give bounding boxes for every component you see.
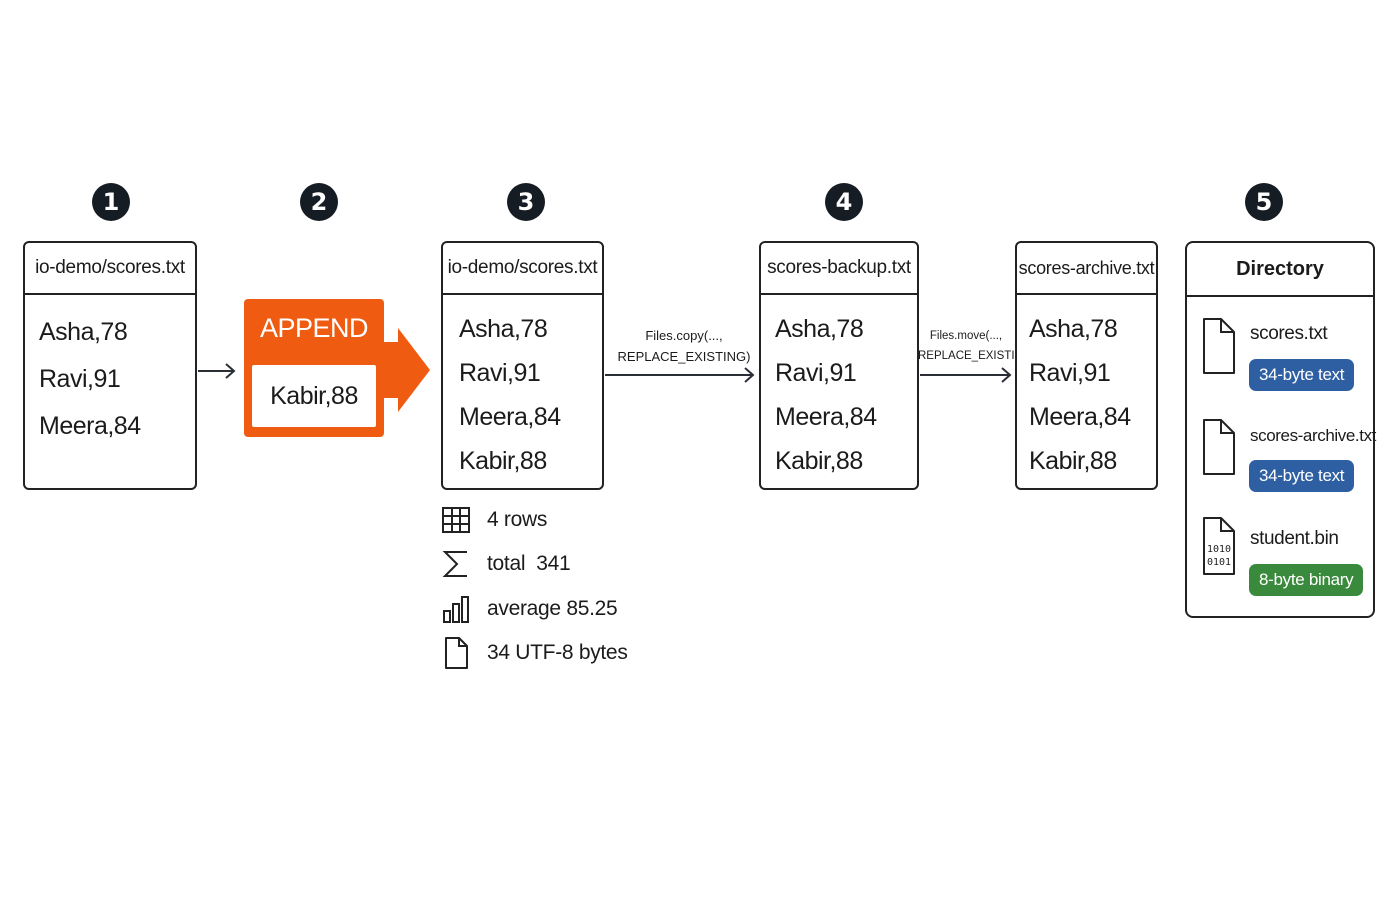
table-icon bbox=[441, 504, 471, 536]
bar-chart-icon bbox=[441, 593, 471, 625]
file-row: Asha,78 bbox=[775, 315, 864, 343]
file-title: io-demo/scores.txt bbox=[25, 243, 195, 295]
file-rows: Asha,78 Ravi,91 Meera,84 bbox=[25, 295, 195, 450]
file-box-original: io-demo/scores.txt Asha,78 Ravi,91 Meera… bbox=[23, 241, 197, 490]
append-row: Kabir,88 bbox=[252, 365, 376, 427]
binary-glyph: 1010 bbox=[1207, 544, 1231, 555]
op-line: REPLACE_EXISTING) bbox=[918, 350, 1036, 362]
document-icon bbox=[1203, 419, 1235, 475]
file-row: Kabir,88 bbox=[1029, 447, 1117, 475]
append-operation: APPEND Kabir,88 bbox=[244, 299, 384, 437]
file-row: Ravi,91 bbox=[775, 359, 857, 387]
step-badge-5: 5 bbox=[1245, 183, 1283, 221]
op-line: Files.copy(..., bbox=[645, 328, 723, 343]
file-row: Asha,78 bbox=[459, 315, 548, 343]
directory-entry[interactable]: scores-archive.txt 34-byte text bbox=[1187, 418, 1377, 508]
size-badge: 34-byte text bbox=[1249, 359, 1355, 391]
document-icon bbox=[441, 637, 471, 669]
stat-rows: 4 rows bbox=[441, 504, 547, 536]
file-title: scores-backup.txt bbox=[761, 243, 917, 295]
stat-text: average 85.25 bbox=[487, 597, 618, 620]
entry-name: scores.txt bbox=[1250, 323, 1328, 344]
stat-text: 4 rows bbox=[487, 508, 548, 531]
file-row: Asha,78 bbox=[1029, 315, 1118, 343]
file-box-appended: io-demo/scores.txt Asha,78 Ravi,91 Meera… bbox=[441, 241, 604, 490]
file-row: Ravi,91 bbox=[459, 359, 541, 387]
file-row: Meera,84 bbox=[459, 403, 561, 431]
directory-entry[interactable]: 1010 0101 student.bin 8-byte binary bbox=[1187, 516, 1377, 606]
op-line: REPLACE_EXISTING) bbox=[617, 349, 751, 364]
arrow-icon bbox=[198, 363, 236, 379]
document-icon bbox=[1203, 318, 1235, 374]
file-row: Kabir,88 bbox=[459, 447, 547, 475]
stat-text: 34 UTF-8 bytes bbox=[487, 641, 628, 664]
stat-bytes: 34 UTF-8 bytes bbox=[441, 637, 628, 669]
file-row: Meera,84 bbox=[39, 412, 141, 440]
append-label: APPEND bbox=[259, 313, 369, 343]
step-badge-4: 4 bbox=[825, 183, 863, 221]
file-row: Ravi,91 bbox=[39, 365, 121, 393]
file-row: Kabir,88 bbox=[775, 447, 863, 475]
directory-title: Directory bbox=[1187, 243, 1373, 297]
stat-average: average 85.25 bbox=[441, 593, 618, 625]
size-badge: 34-byte text bbox=[1249, 460, 1355, 492]
binary-glyph: 0101 bbox=[1207, 557, 1231, 568]
file-rows: Asha,78 Ravi,91 Meera,84 Kabir,88 bbox=[1017, 295, 1156, 483]
stat-text: total 341 bbox=[487, 552, 571, 575]
step-badge-1: 1 bbox=[92, 183, 130, 221]
sigma-icon bbox=[441, 548, 471, 580]
entry-name: scores-archive.txt bbox=[1250, 426, 1377, 445]
file-title: scores-archive.txt bbox=[1017, 243, 1156, 295]
binary-document-icon: 1010 0101 bbox=[1203, 517, 1235, 575]
copy-operation-label: Files.copy(..., REPLACE_EXISTING) bbox=[614, 325, 754, 367]
append-arrow-icon bbox=[380, 328, 430, 412]
file-row: Meera,84 bbox=[1029, 403, 1131, 431]
move-arrow-icon bbox=[920, 367, 1012, 383]
copy-arrow-icon bbox=[605, 367, 755, 383]
file-row: Asha,78 bbox=[39, 318, 128, 346]
file-rows: Asha,78 Ravi,91 Meera,84 Kabir,88 bbox=[761, 295, 917, 483]
op-line: Files.move(..., bbox=[929, 330, 1003, 342]
directory-entry[interactable]: scores.txt 34-byte text bbox=[1187, 317, 1377, 407]
directory-panel: Directory scores.txt 34-byte text scores… bbox=[1185, 241, 1377, 618]
move-operation-label: Files.move(..., REPLACE_EXISTING) bbox=[918, 326, 1036, 366]
file-box-backup: scores-backup.txt Asha,78 Ravi,91 Meera,… bbox=[759, 241, 919, 490]
size-badge: 8-byte binary bbox=[1249, 564, 1364, 596]
step-badge-2: 2 bbox=[300, 183, 338, 221]
stat-total: total 341 bbox=[441, 548, 571, 580]
entry-name: student.bin bbox=[1250, 528, 1339, 549]
file-row: Ravi,91 bbox=[1029, 359, 1111, 387]
file-box-archive: scores-archive.txt Asha,78 Ravi,91 Meera… bbox=[1015, 241, 1158, 490]
file-row: Meera,84 bbox=[775, 403, 877, 431]
step-badge-3: 3 bbox=[507, 183, 545, 221]
file-title: io-demo/scores.txt bbox=[443, 243, 602, 295]
file-rows: Asha,78 Ravi,91 Meera,84 Kabir,88 bbox=[443, 295, 602, 483]
